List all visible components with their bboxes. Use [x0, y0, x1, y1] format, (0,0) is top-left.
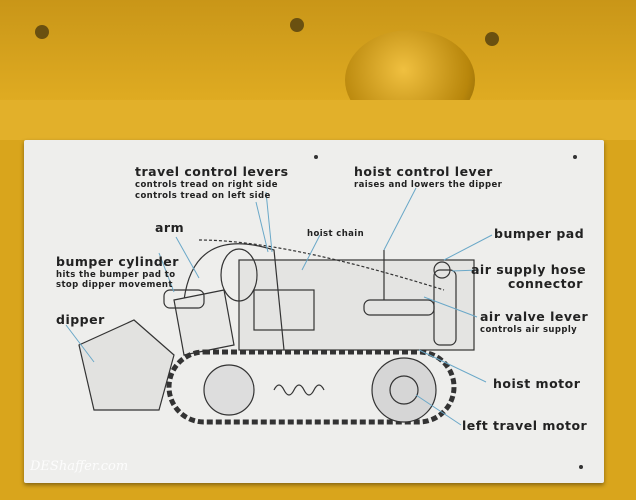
bolt-hole [290, 18, 304, 32]
label-arm: arm [155, 220, 185, 235]
leader-lines [65, 187, 493, 426]
bolt-hole [485, 32, 499, 46]
label-bumper-cylinder-desc1: hits the bumper pad to [56, 270, 176, 280]
screw [573, 155, 577, 159]
yellow-machine-background [0, 0, 636, 105]
watermark: DEShaffer.com [30, 459, 129, 474]
bolt-hole [35, 25, 49, 39]
label-hoist-control-lever: hoist control lever [354, 164, 493, 179]
screw [579, 465, 583, 469]
label-air-supply-connector: connector [508, 276, 583, 291]
excavator-drawing [65, 187, 493, 426]
label-air-supply-hose: air supply hose [471, 262, 587, 277]
label-travel-right: controls tread on right side [135, 180, 278, 190]
yellow-frame [0, 100, 636, 140]
track-tread [166, 349, 457, 425]
label-bumper-pad: bumper pad [494, 226, 585, 241]
machine-body [238, 259, 475, 351]
label-air-valve-desc: controls air supply [480, 325, 578, 335]
label-bumper-cylinder: bumper cylinder [56, 254, 179, 269]
label-hoist-chain: hoist chain [307, 229, 365, 239]
label-left-travel-motor: left travel motor [462, 418, 588, 433]
label-air-valve-lever: air valve lever [480, 309, 589, 324]
diagram-sign: travel control levers controls tread on … [24, 140, 604, 483]
label-dipper: dipper [56, 312, 105, 327]
label-travel-control-levers: travel control levers [135, 164, 289, 179]
label-bumper-cylinder-desc2: stop dipper movement [56, 280, 173, 290]
label-hoist-control-desc: raises and lowers the dipper [354, 180, 503, 190]
dipper-shape [78, 319, 175, 411]
screw [314, 155, 318, 159]
label-hoist-motor: hoist motor [493, 376, 581, 391]
label-travel-left: controls tread on left side [135, 191, 271, 201]
bumper-cylinder-shape [163, 289, 205, 309]
